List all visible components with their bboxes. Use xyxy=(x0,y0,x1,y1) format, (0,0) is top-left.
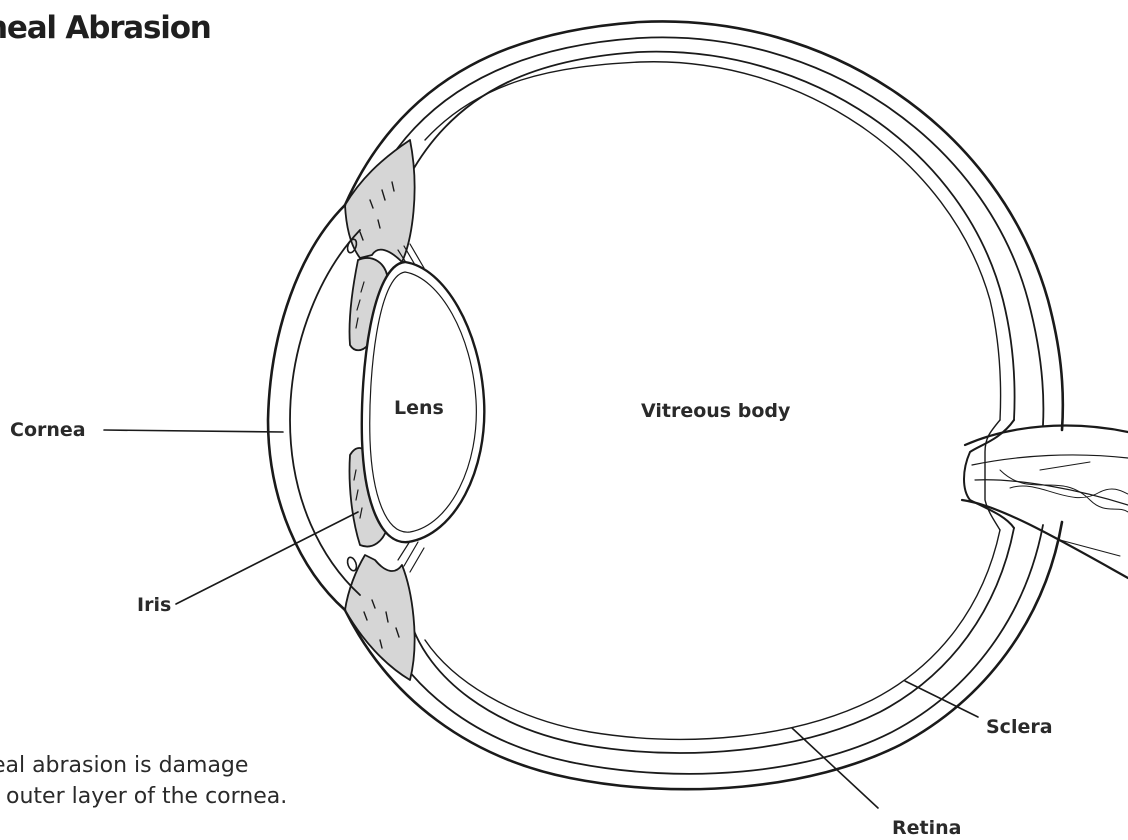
caption-line-1: neal abrasion is damage xyxy=(0,750,287,781)
cornea-shape xyxy=(268,205,360,610)
caption-line-2: outer layer of the cornea. xyxy=(0,781,287,812)
figure-title: neal Abrasion xyxy=(0,10,211,46)
optic-nerve xyxy=(962,426,1128,578)
vitreous-body-label: Vitreous body xyxy=(641,400,790,422)
retina-label: Retina xyxy=(892,817,961,839)
cornea-label: Cornea xyxy=(10,419,86,441)
cornea-leader-line xyxy=(104,430,283,432)
lens-label: Lens xyxy=(394,397,444,419)
iris-label: Iris xyxy=(137,594,171,616)
iris-leader-line xyxy=(176,512,358,604)
caption-text: neal abrasion is damage outer layer of t… xyxy=(0,750,287,812)
retina-leader-line xyxy=(792,728,878,808)
sclera-label: Sclera xyxy=(986,716,1053,738)
